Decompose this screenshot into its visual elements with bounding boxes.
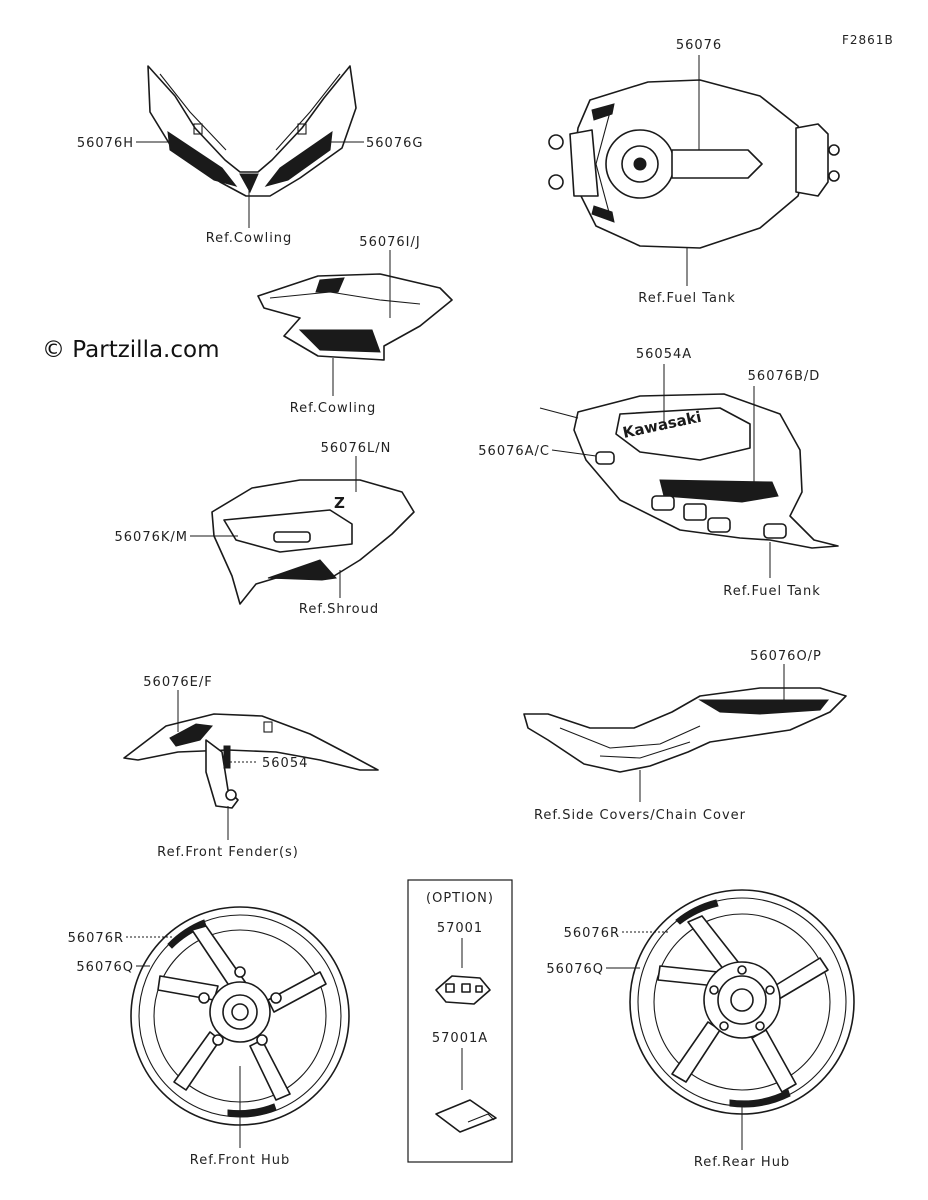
rear-wheel-spokes: [657, 915, 829, 1093]
label-56076Q-front: 56076Q: [76, 960, 134, 975]
label-56076H: 56076H: [77, 136, 134, 151]
label-option: (OPTION): [426, 891, 494, 906]
label-56076LN: 56076L/N: [321, 441, 392, 456]
label-56076G: 56076G: [366, 136, 423, 151]
label-56054A: 56054A: [636, 347, 692, 362]
label-ref-cowling-1: Ref.Cowling: [206, 231, 293, 246]
label-56076KM: 56076K/M: [115, 530, 188, 545]
label-ref-front-fender: Ref.Front Fender(s): [157, 845, 299, 860]
model-mark-decal: Z: [334, 494, 345, 512]
label-56076OP: 56076O/P: [750, 649, 822, 664]
label-56076R-front: 56076R: [68, 931, 124, 946]
fuel-tank-top-part: [548, 79, 840, 249]
label-56054: 56054: [262, 756, 308, 771]
label-ref-fuel-tank-2: Ref.Fuel Tank: [723, 584, 820, 599]
label-57001A: 57001A: [432, 1031, 488, 1046]
label-ref-fuel-tank-1: Ref.Fuel Tank: [638, 291, 735, 306]
label-56076R-rear: 56076R: [564, 926, 620, 941]
fuel-tank-side-part: Kawasaki: [539, 393, 839, 549]
shroud-part: Z: [211, 479, 415, 605]
label-56076Q-rear: 56076Q: [546, 962, 604, 977]
front-cowling-part: [147, 65, 357, 197]
label-ref-cowling-2: Ref.Cowling: [290, 401, 377, 416]
watermark: © Partzilla.com: [42, 337, 220, 363]
label-ref-rear-hub: Ref.Rear Hub: [694, 1155, 790, 1170]
option-box: [407, 879, 513, 1163]
label-56076EF: 56076E/F: [143, 675, 212, 690]
side-cowling-part: [257, 273, 453, 361]
figure-id: F2861B: [842, 33, 894, 47]
leader-56076AC: [551, 449, 597, 457]
front-fender-part: [123, 713, 379, 809]
tool-57001-part: [435, 975, 491, 1005]
side-covers-part: [523, 687, 847, 773]
label-56076: 56076: [676, 38, 722, 53]
manual-57001A-part: [435, 1099, 497, 1133]
label-57001: 57001: [437, 921, 483, 936]
label-56076IJ: 56076I/J: [359, 235, 420, 250]
label-56076AC: 56076A/C: [478, 444, 550, 459]
label-ref-front-hub: Ref.Front Hub: [190, 1153, 291, 1168]
rear-wheel-part: [629, 889, 855, 1115]
label-ref-shroud: Ref.Shroud: [299, 602, 379, 617]
label-ref-side-covers: Ref.Side Covers/Chain Cover: [534, 808, 746, 823]
label-56076BD: 56076B/D: [748, 369, 821, 384]
